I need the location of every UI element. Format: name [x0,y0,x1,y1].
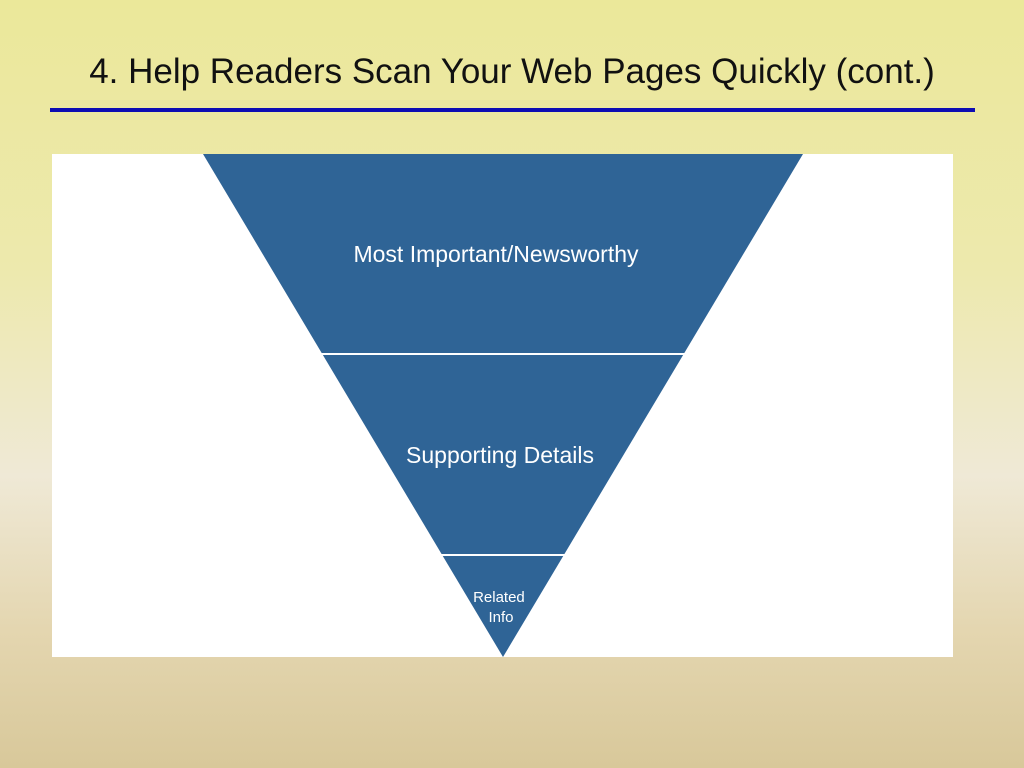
tier-label-related-info: Related Info [473,589,529,626]
inverted-pyramid-shape [203,154,803,657]
title-rule [50,108,975,112]
diagram-panel: Most Important/Newsworthy Supporting Det… [52,154,953,657]
slide-title: 4. Help Readers Scan Your Web Pages Quic… [89,52,935,91]
tier-label-most-important: Most Important/Newsworthy [353,241,639,267]
tier-label-supporting-details: Supporting Details [406,442,594,468]
tier-label-related-line: Related [473,589,525,606]
tier-label-info-line: Info [488,609,513,626]
inverted-pyramid-diagram: Most Important/Newsworthy Supporting Det… [203,154,803,657]
